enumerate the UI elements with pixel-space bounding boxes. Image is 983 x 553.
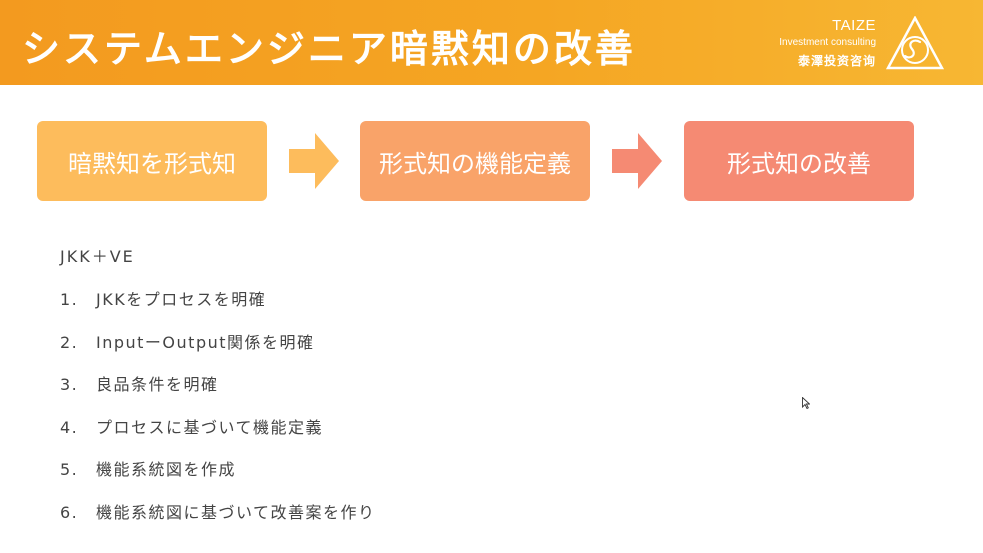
brand-chinese-name: 泰澤投资咨询 xyxy=(797,54,876,68)
list-item-number: 2. xyxy=(60,333,79,352)
list-item-number: 1. xyxy=(60,290,79,309)
list-item: 1. JKKをプロセスを明確 xyxy=(60,286,266,310)
list-item-text: InputーOutput関係を明確 xyxy=(96,333,315,352)
list-item: 6. 機能系統図に基づいて改善案を作り xyxy=(60,499,376,523)
list-item: 5. 機能系統図を作成 xyxy=(60,456,236,480)
header-banner: システムエンジニア暗黙知の改善 TAIZE Investment consult… xyxy=(0,0,983,85)
list-item-text: 機能系統図を作成 xyxy=(96,460,237,479)
list-item-text: JKKをプロセスを明確 xyxy=(96,290,267,309)
arrow-right-icon xyxy=(289,133,339,189)
flow-step-function-definition: 形式知の機能定義 xyxy=(360,121,590,201)
mouse-cursor-icon xyxy=(802,397,810,409)
list-item-text: 機能系統図に基づいて改善案を作り xyxy=(96,503,376,522)
list-item: 2. InputーOutput関係を明確 xyxy=(60,329,315,353)
list-item: 3. 良品条件を明確 xyxy=(60,371,219,395)
brand-name: TAIZE xyxy=(832,17,876,34)
slide-title: システムエンジニア暗黙知の改善 xyxy=(22,27,636,71)
list-item-number: 6. xyxy=(60,503,79,522)
list-item-number: 5. xyxy=(60,460,79,479)
section-subtitle: JKK＋VE xyxy=(60,247,135,266)
list-item-text: 良品条件を明確 xyxy=(96,375,219,394)
list-item: 4. プロセスに基づいて機能定義 xyxy=(60,414,323,438)
arrow-right-icon xyxy=(612,133,662,189)
list-item-number: 3. xyxy=(60,375,79,394)
list-item-number: 4. xyxy=(60,418,79,437)
flow-step-improvement: 形式知の改善 xyxy=(684,121,914,201)
flow-step-tacit-to-explicit: 暗黙知を形式知 xyxy=(37,121,267,201)
brand-subtitle: Investment consulting xyxy=(779,37,876,48)
taize-triangle-logo-icon xyxy=(886,16,944,70)
list-item-text: プロセスに基づいて機能定義 xyxy=(96,418,324,437)
